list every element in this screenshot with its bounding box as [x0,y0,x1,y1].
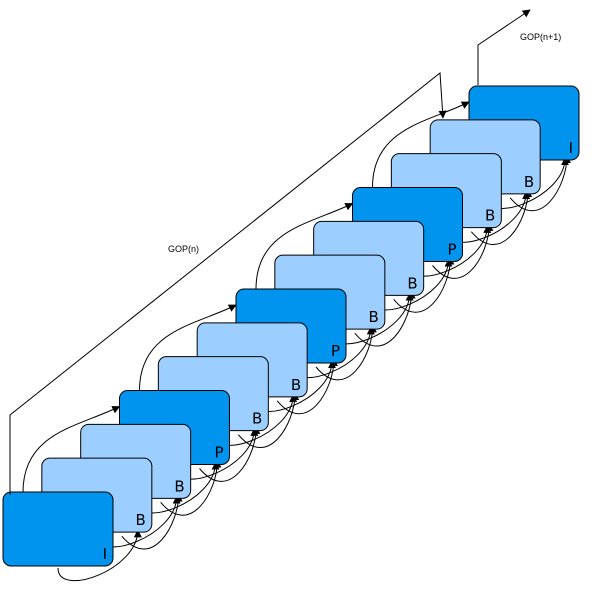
frame-type-label: P [447,241,456,259]
frame-type-label: B [252,410,262,428]
gop-next-label: GOP(n+1) [520,32,561,42]
gop-boundary [9,9,531,495]
gop-n-bracket-line [9,72,447,495]
frame-stack: I B B P B B P B B P B B I [2,85,580,567]
frame-type-label: B [136,511,146,529]
frame-type-label: B [369,308,379,326]
forward-reference-arrow-3 [199,425,261,482]
gop-n-label: GOP(n) [168,244,199,254]
frame-type-label: B [174,477,184,495]
frame-type-label: B [485,207,495,225]
backward-reference-arrow-1 [57,529,142,582]
forward-reference-arrow-1 [121,493,183,550]
forward-reference-arrow-2 [160,459,222,516]
anchor-prediction-arrow-1 [22,406,121,493]
frame-type-label: I [103,545,107,563]
forward-reference-arrow-10 [470,189,533,246]
frame-type-label: B [291,376,301,394]
gop-next-arrow [477,9,531,85]
forward-reference-arrow-9 [432,222,494,279]
forward-reference-arrow-6 [315,324,377,381]
anchor-prediction-arrow-3 [255,203,354,290]
forward-reference-arrow-4 [237,392,300,449]
anchor-prediction-arrow-2 [139,304,237,391]
forward-reference-arrow-11 [509,155,571,212]
forward-reference-arrow-7 [354,290,416,347]
frame-type-label: B [524,173,534,191]
anchor-prediction-arrow-4 [372,101,470,188]
forward-reference-arrow-5 [276,358,338,415]
frame-type-label: I [569,139,573,157]
frame-type-label: B [407,274,417,292]
frame-type-label: P [331,342,340,360]
frame-type-label: P [214,444,223,462]
frame-1-i: I [2,491,114,567]
frame-box [2,491,114,567]
forward-reference-arrow-8 [393,256,455,313]
